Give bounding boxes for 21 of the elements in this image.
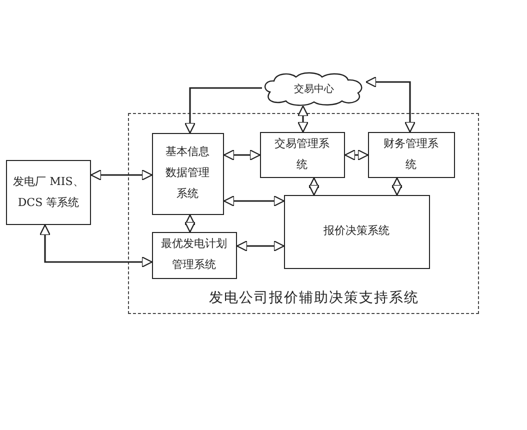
arrow	[391, 177, 403, 196]
arrow	[184, 214, 196, 233]
arrow	[39, 224, 153, 268]
boundary-title: 发电公司报价辅助决策支持系统	[209, 289, 419, 307]
system-boundary	[128, 113, 479, 314]
arrow	[90, 169, 153, 181]
system-box: 基本信息数据管理系统	[152, 132, 224, 214]
cloud-label: 交易中心	[294, 82, 334, 96]
arrow	[223, 149, 261, 161]
system-box: 财务管理系统	[368, 132, 454, 178]
arrow	[344, 149, 369, 161]
arrow	[308, 177, 320, 196]
system-box: 最优发电计划管理系统	[152, 232, 236, 278]
arrow	[184, 87, 262, 134]
system-box: 发电厂 MIS、DCS 等系统	[6, 160, 91, 225]
arrow	[297, 105, 309, 133]
arrow	[365, 76, 416, 133]
arrow	[223, 195, 285, 207]
arrow	[236, 240, 285, 252]
system-box: 交易管理系统	[260, 132, 344, 178]
system-box: 报价决策系统	[284, 194, 430, 268]
